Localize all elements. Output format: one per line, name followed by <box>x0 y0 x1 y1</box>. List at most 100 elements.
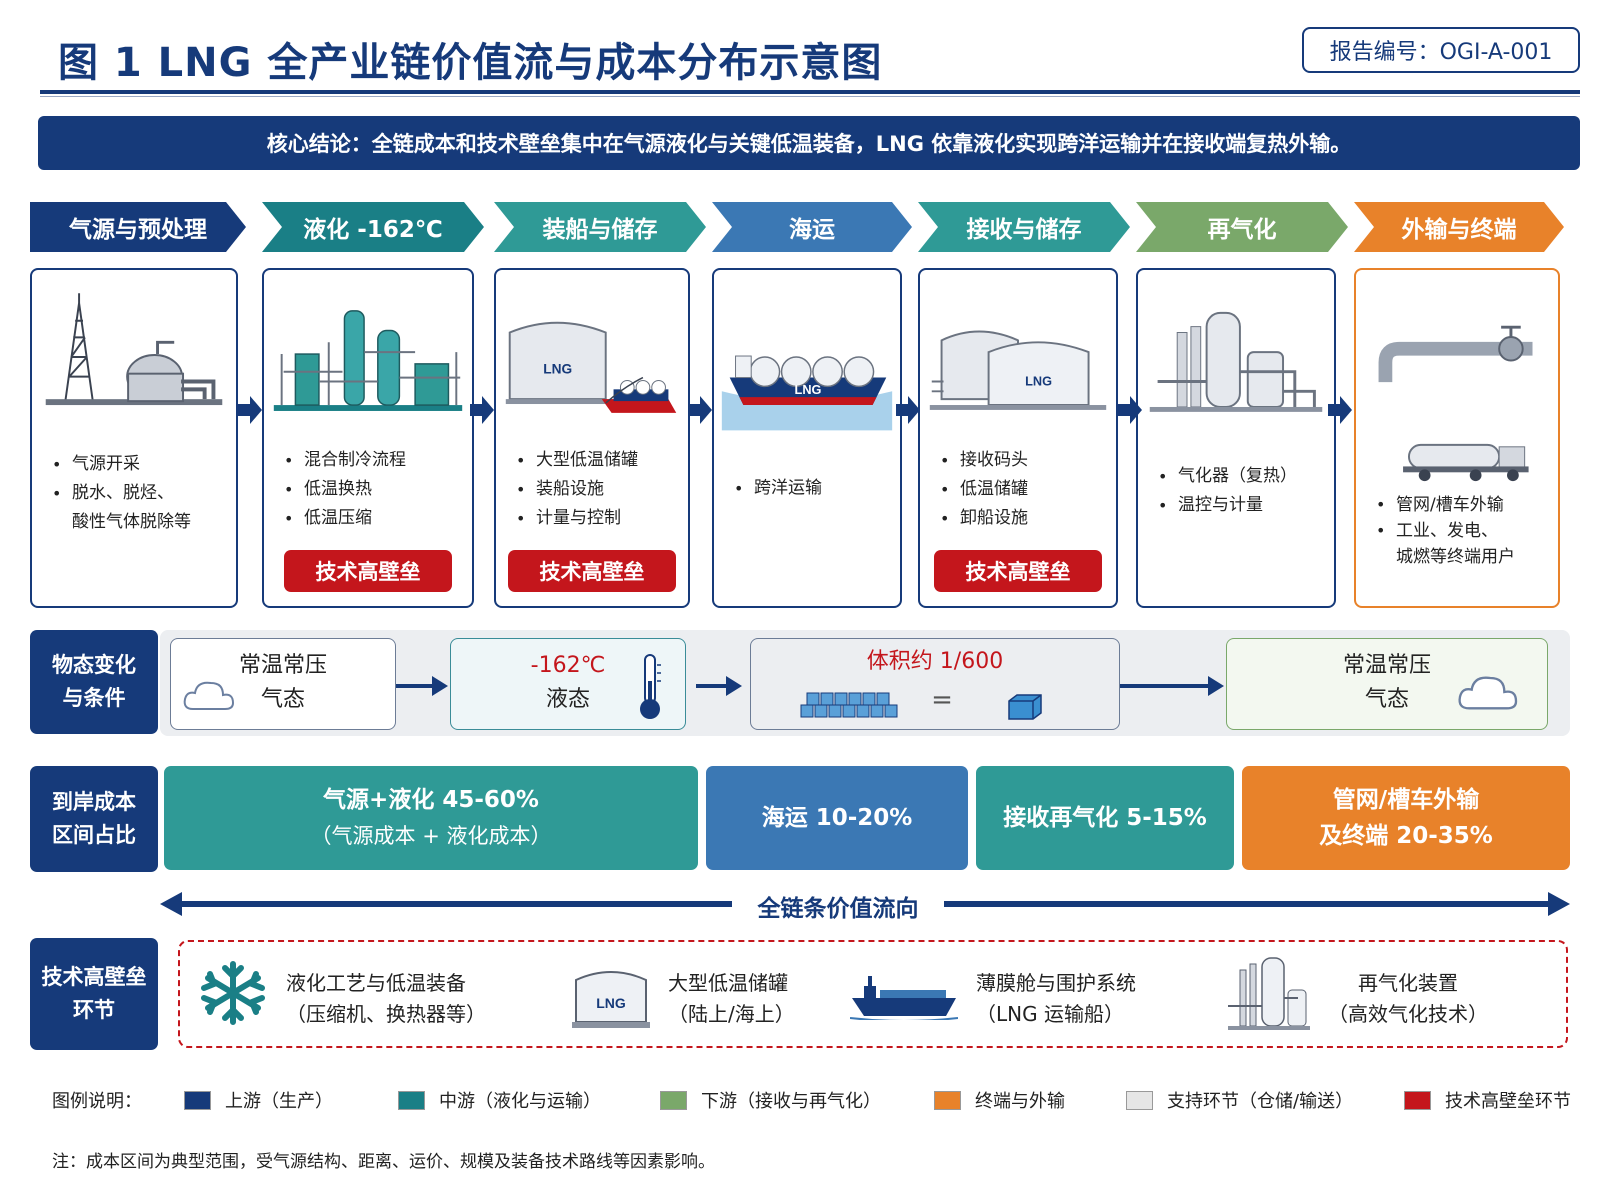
stage-chevron-regasification: 再气化 <box>1136 202 1348 252</box>
phase-state-line1: 常温常压 <box>238 653 327 678</box>
value-flow-arrow-left <box>160 892 732 916</box>
tech-item-detail: （高效气化技术） <box>1328 1002 1488 1026</box>
legend-label: 上游（生产） <box>225 1091 333 1112</box>
report-number-badge: 报告编号：OGI-A-001 <box>1302 27 1580 73</box>
pipeline-and-truck-icon <box>1378 325 1533 482</box>
legend-label: 下游（接收与再气化） <box>701 1091 881 1112</box>
phase-arrow-icon <box>1120 676 1224 696</box>
stage-chevron-loading: 装船与储存 <box>494 202 706 252</box>
receiving-tanks-icon: LNG <box>929 330 1107 410</box>
bullet: 卸船设施 <box>938 504 1028 533</box>
bullet: 气化器（复热） <box>1156 462 1297 491</box>
tech-item-regasifier: 再气化装置 （高效气化技术） <box>1328 968 1488 1030</box>
row-label-cost: 到岸成本 区间占比 <box>30 766 158 872</box>
row-label-line: 区间占比 <box>52 823 136 847</box>
bullet: 跨洋运输 <box>732 474 822 503</box>
bullet: 管网/槽车外输 <box>1374 492 1515 518</box>
tech-barrier-box <box>178 940 1568 1048</box>
cost-segment-line2: （气源成本 + 液化成本） <box>310 824 552 848</box>
phase-state-line2: 气态 <box>260 687 305 712</box>
regasifier-plant-icon <box>1149 311 1323 412</box>
tech-barrier-badge: 技术高壁垒 <box>284 550 452 592</box>
flow-arrow-icon <box>1118 396 1142 424</box>
row-label-tech: 技术高壁垒 环节 <box>30 938 158 1050</box>
stage-bullets: 气化器（复热） 温控与计量 <box>1156 462 1297 520</box>
row-label-line: 与条件 <box>62 686 126 710</box>
stage-chevron-receiving: 接收与储存 <box>918 202 1130 252</box>
bullet-continuation: 城燃等终端用户 <box>1396 547 1515 567</box>
phase-state-temperature: -162℃ <box>530 653 606 678</box>
legend-swatch <box>934 1090 961 1110</box>
regasifier-icon <box>1228 957 1310 1030</box>
row-label-line: 物态变化 <box>52 653 136 677</box>
stage-card-loading: LNG 大型低温储罐 装船设施 计量与控制 技术高壁垒 <box>494 268 690 608</box>
tech-item-liquefaction: 液化工艺与低温装备 （压缩机、换热器等） <box>286 968 486 1030</box>
bullet: 温控与计量 <box>1156 491 1297 520</box>
bullet: 低温储罐 <box>938 475 1028 504</box>
flow-arrow-icon <box>470 396 494 424</box>
legend-item-downstream: 下游（接收与再气化） <box>660 1087 881 1113</box>
cost-segment-shipping: 海运 10-20% <box>706 766 968 870</box>
stage-card-regasification: 气化器（复热） 温控与计量 <box>1136 268 1336 608</box>
phase-state-line2: 液态 <box>545 687 590 712</box>
lng-carrier-ship-icon: LNG <box>721 355 893 431</box>
value-flow-label: 全链条价值流向 <box>757 896 919 922</box>
legend-item-tech-barrier: 技术高壁垒环节 <box>1404 1087 1571 1113</box>
bullet: 计量与控制 <box>514 504 638 533</box>
phase-state-gas-start: 常温常压 气态 <box>170 638 396 730</box>
bullet: 低温换热 <box>282 475 406 504</box>
stage-bullets: 接收码头 低温储罐 卸船设施 <box>938 446 1028 533</box>
stage-chevron-source: 气源与预处理 <box>30 202 246 252</box>
legend-label: 支持环节（仓储/输送） <box>1167 1091 1354 1112</box>
row-label-phase: 物态变化 与条件 <box>30 630 158 734</box>
footnote: 注：成本区间为典型范围，受气源结构、距离、运价、规模及装备技术路线等因素影响。 <box>52 1152 715 1172</box>
stage-card-distribution: 管网/槽车外输 工业、发电、 城燃等终端用户 <box>1354 268 1560 608</box>
legend-item-midstream: 中游（液化与运输） <box>398 1087 601 1113</box>
stage-card-receiving: LNG 接收码头 低温储罐 卸船设施 技术高壁垒 <box>918 268 1118 608</box>
row-label-line: 到岸成本 <box>52 790 136 814</box>
cost-segment-line2: 及终端 20-35% <box>1319 823 1493 849</box>
ship-icon <box>850 976 958 1020</box>
legend-swatch <box>184 1090 211 1110</box>
gas-wellhead-icon <box>45 293 223 406</box>
title-divider-thin <box>40 96 1580 97</box>
tech-item-detail: （LNG 运输船） <box>976 1002 1124 1026</box>
lng-tank-icon: LNG <box>572 971 650 1028</box>
tech-item-title: 再气化装置 <box>1358 971 1458 995</box>
receiving-tank-label: LNG <box>1025 373 1052 388</box>
legend-item-terminal: 终端与外输 <box>934 1087 1065 1113</box>
bullet: 脱水、脱烃、 <box>50 479 191 508</box>
tech-item-title: 液化工艺与低温装备 <box>286 971 466 995</box>
legend-swatch <box>660 1090 687 1110</box>
flow-arrow-icon <box>238 396 262 424</box>
value-flow-arrow-right <box>944 892 1570 916</box>
row-label-line: 环节 <box>73 998 115 1022</box>
legend-item-upstream: 上游（生产） <box>184 1087 333 1113</box>
flow-arrow-icon <box>896 396 920 424</box>
equals-sign: = <box>931 685 953 715</box>
bullet: 气源开采 <box>50 450 191 479</box>
bullet: 装船设施 <box>514 475 638 504</box>
legend-label: 终端与外输 <box>975 1091 1065 1112</box>
cloud-icon <box>1458 676 1518 710</box>
snowflake-icon <box>201 961 265 1025</box>
row-label-line: 技术高壁垒 <box>41 965 147 989</box>
storage-tank-icon: LNG <box>505 321 677 413</box>
liquefaction-plant-icon <box>273 310 463 411</box>
volume-ratio-text: 体积约 1/600 <box>866 649 1004 674</box>
cost-segment-source-liquefaction: 气源+液化 45-60% （气源成本 + 液化成本） <box>164 766 698 870</box>
title-divider <box>40 90 1580 94</box>
cost-segment-line1: 管网/槽车外输 <box>1332 787 1480 813</box>
legend-label: 中游（液化与运输） <box>439 1091 601 1112</box>
ship-hull-label: LNG <box>795 382 822 397</box>
cost-segment-line1: 气源+液化 45-60% <box>323 787 539 813</box>
tech-item-containment: 薄膜舱与围护系统 （LNG 运输船） <box>976 968 1136 1030</box>
legend-swatch <box>398 1090 425 1110</box>
thermometer-icon <box>640 654 661 719</box>
phase-state-line1: 常温常压 <box>1342 653 1431 678</box>
tech-item-title: 薄膜舱与围护系统 <box>976 971 1136 995</box>
tech-item-storage-tank: 大型低温储罐 （陆上/海上） <box>668 968 795 1030</box>
tank-label: LNG <box>543 362 572 377</box>
liquid-cube-icon <box>1008 694 1042 720</box>
tech-item-detail: （压缩机、换热器等） <box>286 1002 486 1026</box>
